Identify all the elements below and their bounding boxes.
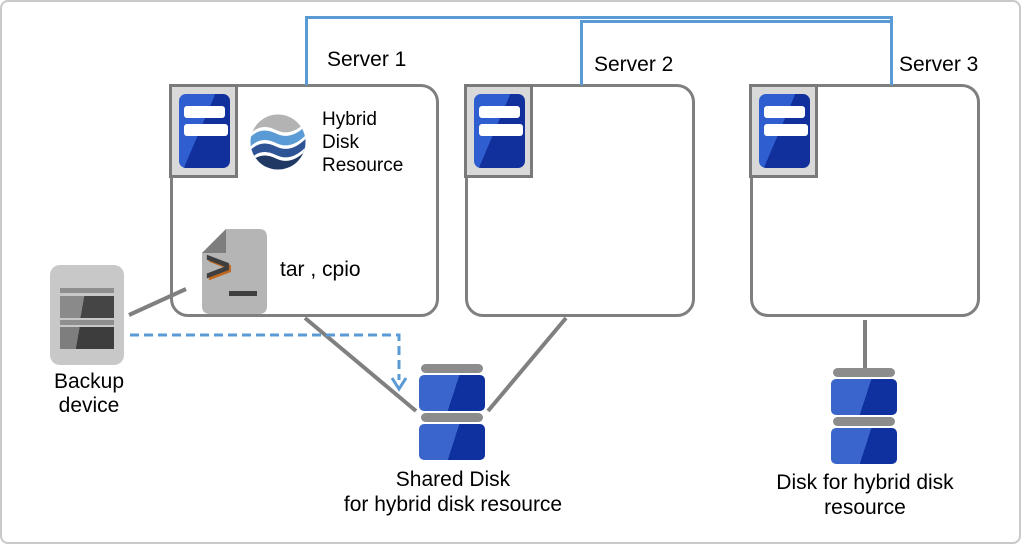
hybrid-disk-resource-label: Hybrid Disk Resource	[322, 108, 403, 177]
disk-volume	[831, 379, 897, 415]
backup-slot-bar	[60, 288, 114, 293]
arrowhead-down-icon	[390, 377, 408, 392]
disk-cap	[833, 417, 895, 426]
disk-cap	[421, 413, 483, 422]
disk-cap	[833, 368, 895, 377]
server2-tower-icon	[464, 84, 533, 178]
server-drive-bar	[184, 124, 228, 136]
backup-label-line: device	[58, 394, 120, 417]
backup-device-icon	[50, 265, 124, 365]
server-unit-face	[759, 94, 810, 168]
shared-disk-label: Shared Disk for hybrid disk resource	[323, 467, 583, 517]
dashed-backup-arrow	[130, 333, 408, 392]
backup-drive-bay	[60, 296, 114, 318]
server-drive-bar	[764, 124, 808, 136]
hybrid-disk-label-line: resource	[824, 496, 906, 519]
server1-label: Server 1	[327, 48, 407, 71]
hybrid-disk-label: Disk for hybrid disk resource	[735, 470, 995, 520]
hybrid-disk-label-line: Disk for hybrid disk	[776, 471, 954, 494]
server-unit-face	[179, 94, 230, 168]
prompt-gt-glyph: >	[205, 242, 231, 291]
shared-disk-label-line: Shared Disk	[395, 468, 511, 491]
backup-label-line: Backup	[53, 370, 125, 393]
server-unit-face	[474, 94, 525, 168]
server3-tower-icon	[749, 84, 818, 178]
terminal-document-icon: >	[202, 229, 267, 314]
shared-disk-label-line: for hybrid disk resource	[343, 493, 563, 516]
backup-drive-bay	[60, 327, 114, 349]
disk-volume	[419, 424, 485, 460]
server2-label: Server 2	[594, 53, 674, 76]
server-drive-bar	[479, 124, 523, 136]
server1-tower-icon	[169, 84, 238, 178]
wave-sphere-icon	[250, 114, 306, 170]
server-drive-bar	[479, 106, 520, 118]
hybrid-disk-icon	[831, 368, 897, 464]
line-server1-to-shared-disk	[303, 316, 418, 413]
hybrid-label-line: Disk	[322, 132, 359, 153]
hybrid-label-line: Resource	[322, 155, 404, 176]
prompt-underscore-glyph	[229, 291, 257, 296]
backup-device-label: Backup device	[19, 370, 159, 418]
disk-volume	[419, 375, 485, 411]
tar-cpio-label: tar , cpio	[280, 258, 361, 281]
disk-cap	[421, 364, 483, 373]
disk-volume	[831, 428, 897, 464]
server-drive-bar	[764, 106, 805, 118]
backup-slot-bar	[60, 320, 114, 325]
server-drive-bar	[184, 106, 225, 118]
line-server2-to-shared-disk	[486, 316, 568, 413]
shared-disk-icon	[419, 364, 485, 460]
server3-label: Server 3	[899, 53, 979, 76]
hybrid-label-line: Hybrid	[322, 109, 377, 130]
